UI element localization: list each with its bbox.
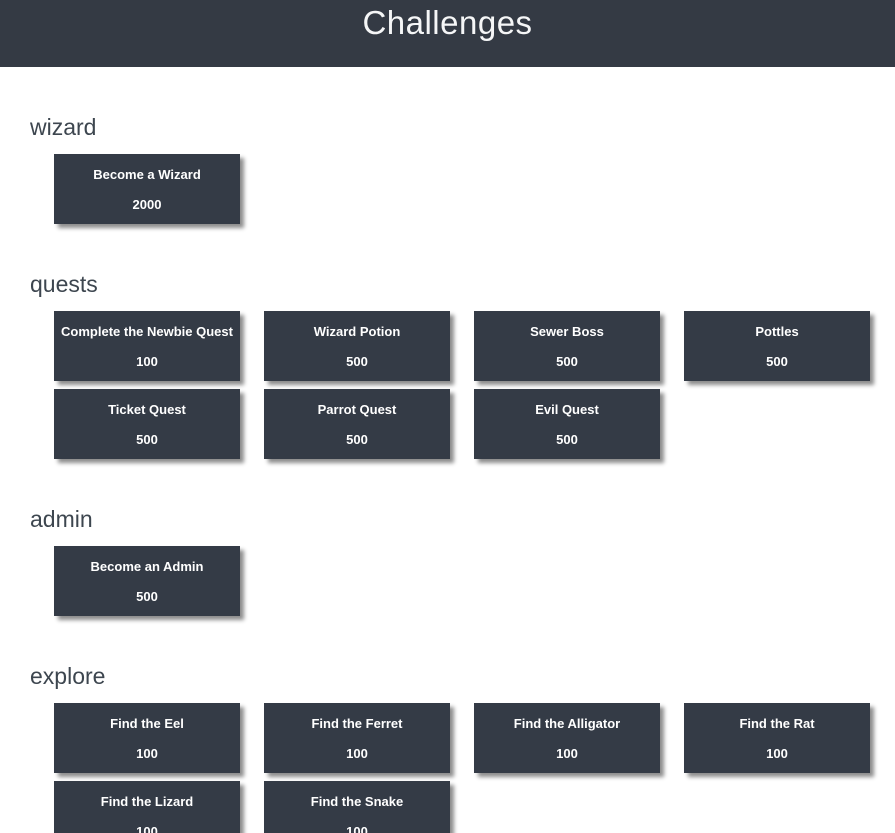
card-grid-wizard: Become a Wizard 2000 [54,154,874,224]
section-quests: quests Complete the Newbie Quest 100 Wiz… [0,271,895,459]
challenge-evil-quest[interactable]: Evil Quest 500 [474,389,660,459]
challenge-points: 500 [346,432,368,447]
challenge-parrot-quest[interactable]: Parrot Quest 500 [264,389,450,459]
challenge-points: 500 [556,354,578,369]
challenge-ticket-quest[interactable]: Ticket Quest 500 [54,389,240,459]
challenge-points: 100 [556,746,578,761]
challenge-title: Wizard Potion [313,324,401,339]
challenge-title: Become an Admin [90,559,204,574]
challenge-title: Evil Quest [535,402,599,417]
section-admin: admin Become an Admin 500 [0,506,895,616]
challenge-find-the-snake[interactable]: Find the Snake 100 [264,781,450,833]
challenge-title: Sewer Boss [530,324,604,339]
challenge-find-the-ferret[interactable]: Find the Ferret 100 [264,703,450,773]
challenge-sewer-boss[interactable]: Sewer Boss 500 [474,311,660,381]
challenge-title: Find the Ferret [311,716,403,731]
challenge-title: Find the Lizard [100,794,194,809]
card-grid-quests: Complete the Newbie Quest 100 Wizard Pot… [54,311,874,459]
page-title: Challenges [362,4,533,41]
challenge-title: Ticket Quest [108,402,186,417]
challenge-points: 100 [346,824,368,833]
challenge-wizard-potion[interactable]: Wizard Potion 500 [264,311,450,381]
challenge-title: Become a Wizard [93,167,201,182]
challenge-pottles[interactable]: Pottles 500 [684,311,870,381]
card-grid-explore: Find the Eel 100 Find the Ferret 100 Fin… [54,703,874,833]
section-heading-explore: explore [30,663,106,689]
card-grid-admin: Become an Admin 500 [54,546,874,616]
challenge-find-the-rat[interactable]: Find the Rat 100 [684,703,870,773]
challenge-points: 500 [766,354,788,369]
challenge-points: 100 [346,746,368,761]
challenge-become-a-wizard[interactable]: Become a Wizard 2000 [54,154,240,224]
challenge-become-an-admin[interactable]: Become an Admin 500 [54,546,240,616]
challenge-points: 100 [136,746,158,761]
challenge-complete-the-newbie-quest[interactable]: Complete the Newbie Quest 100 [54,311,240,381]
challenge-points: 100 [136,824,158,833]
challenge-title: Parrot Quest [317,402,397,417]
section-heading-admin: admin [30,506,93,532]
challenge-title: Pottles [755,324,799,339]
challenge-points: 500 [136,432,158,447]
section-wizard: wizard Become a Wizard 2000 [0,114,895,224]
challenge-points: 500 [346,354,368,369]
challenge-find-the-alligator[interactable]: Find the Alligator 100 [474,703,660,773]
page-header: Challenges [0,0,895,67]
section-heading-quests: quests [30,271,98,297]
challenge-title: Find the Snake [310,794,404,809]
challenge-title: Find the Eel [110,716,184,731]
challenge-points: 2000 [132,197,162,212]
challenge-title: Complete the Newbie Quest [61,324,233,339]
challenge-points: 500 [136,589,158,604]
section-explore: explore Find the Eel 100 Find the Ferret… [0,663,895,833]
challenge-find-the-eel[interactable]: Find the Eel 100 [54,703,240,773]
challenge-title: Find the Rat [739,716,815,731]
challenge-points: 100 [766,746,788,761]
section-heading-wizard: wizard [30,114,97,140]
challenge-title: Find the Alligator [513,716,621,731]
challenge-find-the-lizard[interactable]: Find the Lizard 100 [54,781,240,833]
challenge-points: 100 [136,354,158,369]
challenge-points: 500 [556,432,578,447]
